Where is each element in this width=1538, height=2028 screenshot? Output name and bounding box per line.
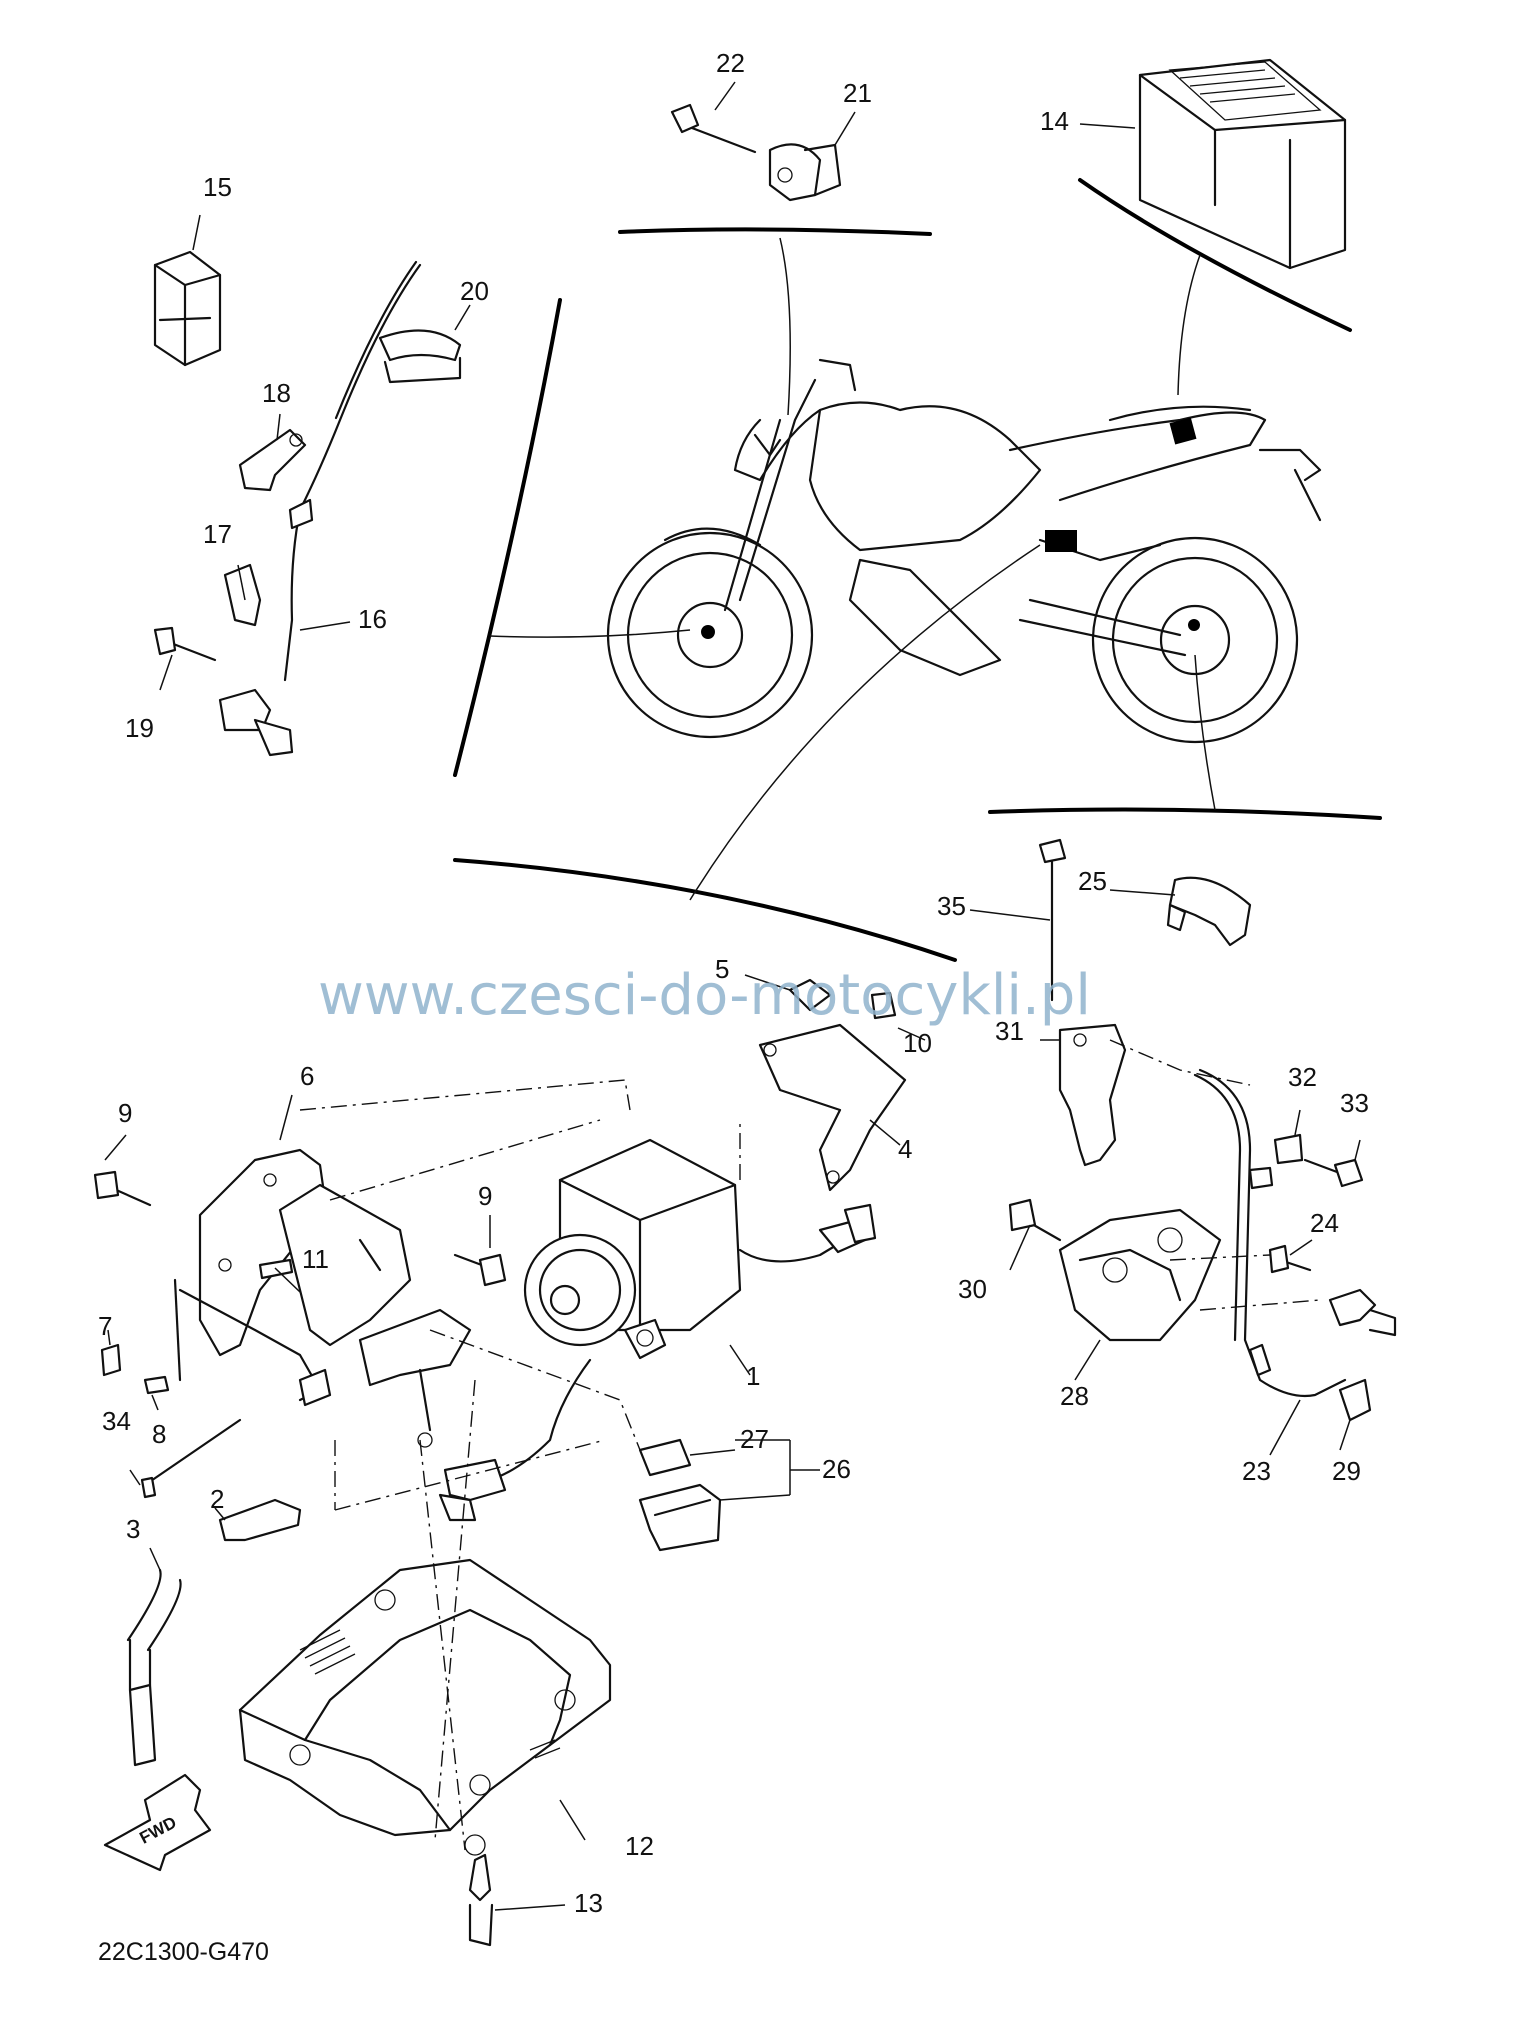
forward-arrow-icon: FWD xyxy=(103,1773,212,1872)
under-cover-part xyxy=(238,1558,612,1947)
callout-28: 28 xyxy=(1060,1381,1089,1411)
callout-18: 18 xyxy=(262,378,291,408)
callout-33: 33 xyxy=(1340,1088,1369,1118)
callout-32: 32 xyxy=(1288,1062,1317,1092)
callout-25: 25 xyxy=(1078,866,1107,896)
callout-34: 34 xyxy=(102,1406,131,1436)
callout-29: 29 xyxy=(1332,1456,1361,1486)
upper-stay-parts xyxy=(744,974,926,1192)
hose-parts xyxy=(126,1498,302,1767)
left-bracket-parts xyxy=(93,1094,507,1499)
callout-23: 23 xyxy=(1242,1456,1271,1486)
callout-9-left: 9 xyxy=(118,1098,132,1128)
callout-16: 16 xyxy=(358,604,387,634)
callout-9-center: 9 xyxy=(478,1181,492,1211)
callout-27: 27 xyxy=(740,1424,769,1454)
callout-labels: 1 2 3 4 5 6 7 8 9 9 10 11 12 13 14 15 16… xyxy=(98,48,1369,1918)
section-lines xyxy=(453,178,1382,962)
callout-11: 11 xyxy=(302,1244,329,1274)
callout-1: 1 xyxy=(746,1361,760,1391)
callout-21: 21 xyxy=(843,78,872,108)
callout-26: 26 xyxy=(822,1454,851,1484)
callout-30: 30 xyxy=(958,1274,987,1304)
callout-12: 12 xyxy=(625,1831,654,1861)
assembly-lines xyxy=(299,1039,1321,1851)
front-wheel-sensor-group xyxy=(153,260,471,757)
upper-bracket-parts xyxy=(670,81,856,202)
connector-parts xyxy=(638,1438,820,1552)
callout-19: 19 xyxy=(125,713,154,743)
callout-13: 13 xyxy=(574,1888,603,1918)
callout-6: 6 xyxy=(300,1061,314,1091)
callout-17: 17 xyxy=(203,519,232,549)
callout-2: 2 xyxy=(210,1484,224,1514)
motorcycle-overview xyxy=(606,358,1322,744)
diagram-code: 22C1300-G470 xyxy=(98,1938,269,1966)
callout-5: 5 xyxy=(715,954,729,984)
callout-10: 10 xyxy=(903,1028,932,1058)
callout-35: 35 xyxy=(937,891,966,921)
hydraulic-unit-assembly xyxy=(438,1138,877,1522)
callout-4: 4 xyxy=(898,1134,912,1164)
callout-22: 22 xyxy=(716,48,745,78)
callout-7: 7 xyxy=(98,1311,112,1341)
callout-15: 15 xyxy=(203,172,232,202)
callout-8: 8 xyxy=(152,1419,166,1449)
rear-wheel-sensor-group xyxy=(969,838,1397,1456)
ecu-part xyxy=(1079,58,1347,270)
watermark-text: www.czesci-do-motocykli.pl xyxy=(318,963,1091,1028)
callout-31: 31 xyxy=(995,1016,1024,1046)
callout-24: 24 xyxy=(1310,1208,1339,1238)
callout-20: 20 xyxy=(460,276,489,306)
callout-3: 3 xyxy=(126,1514,140,1544)
relay-part xyxy=(153,214,222,367)
callout-14: 14 xyxy=(1040,106,1069,136)
